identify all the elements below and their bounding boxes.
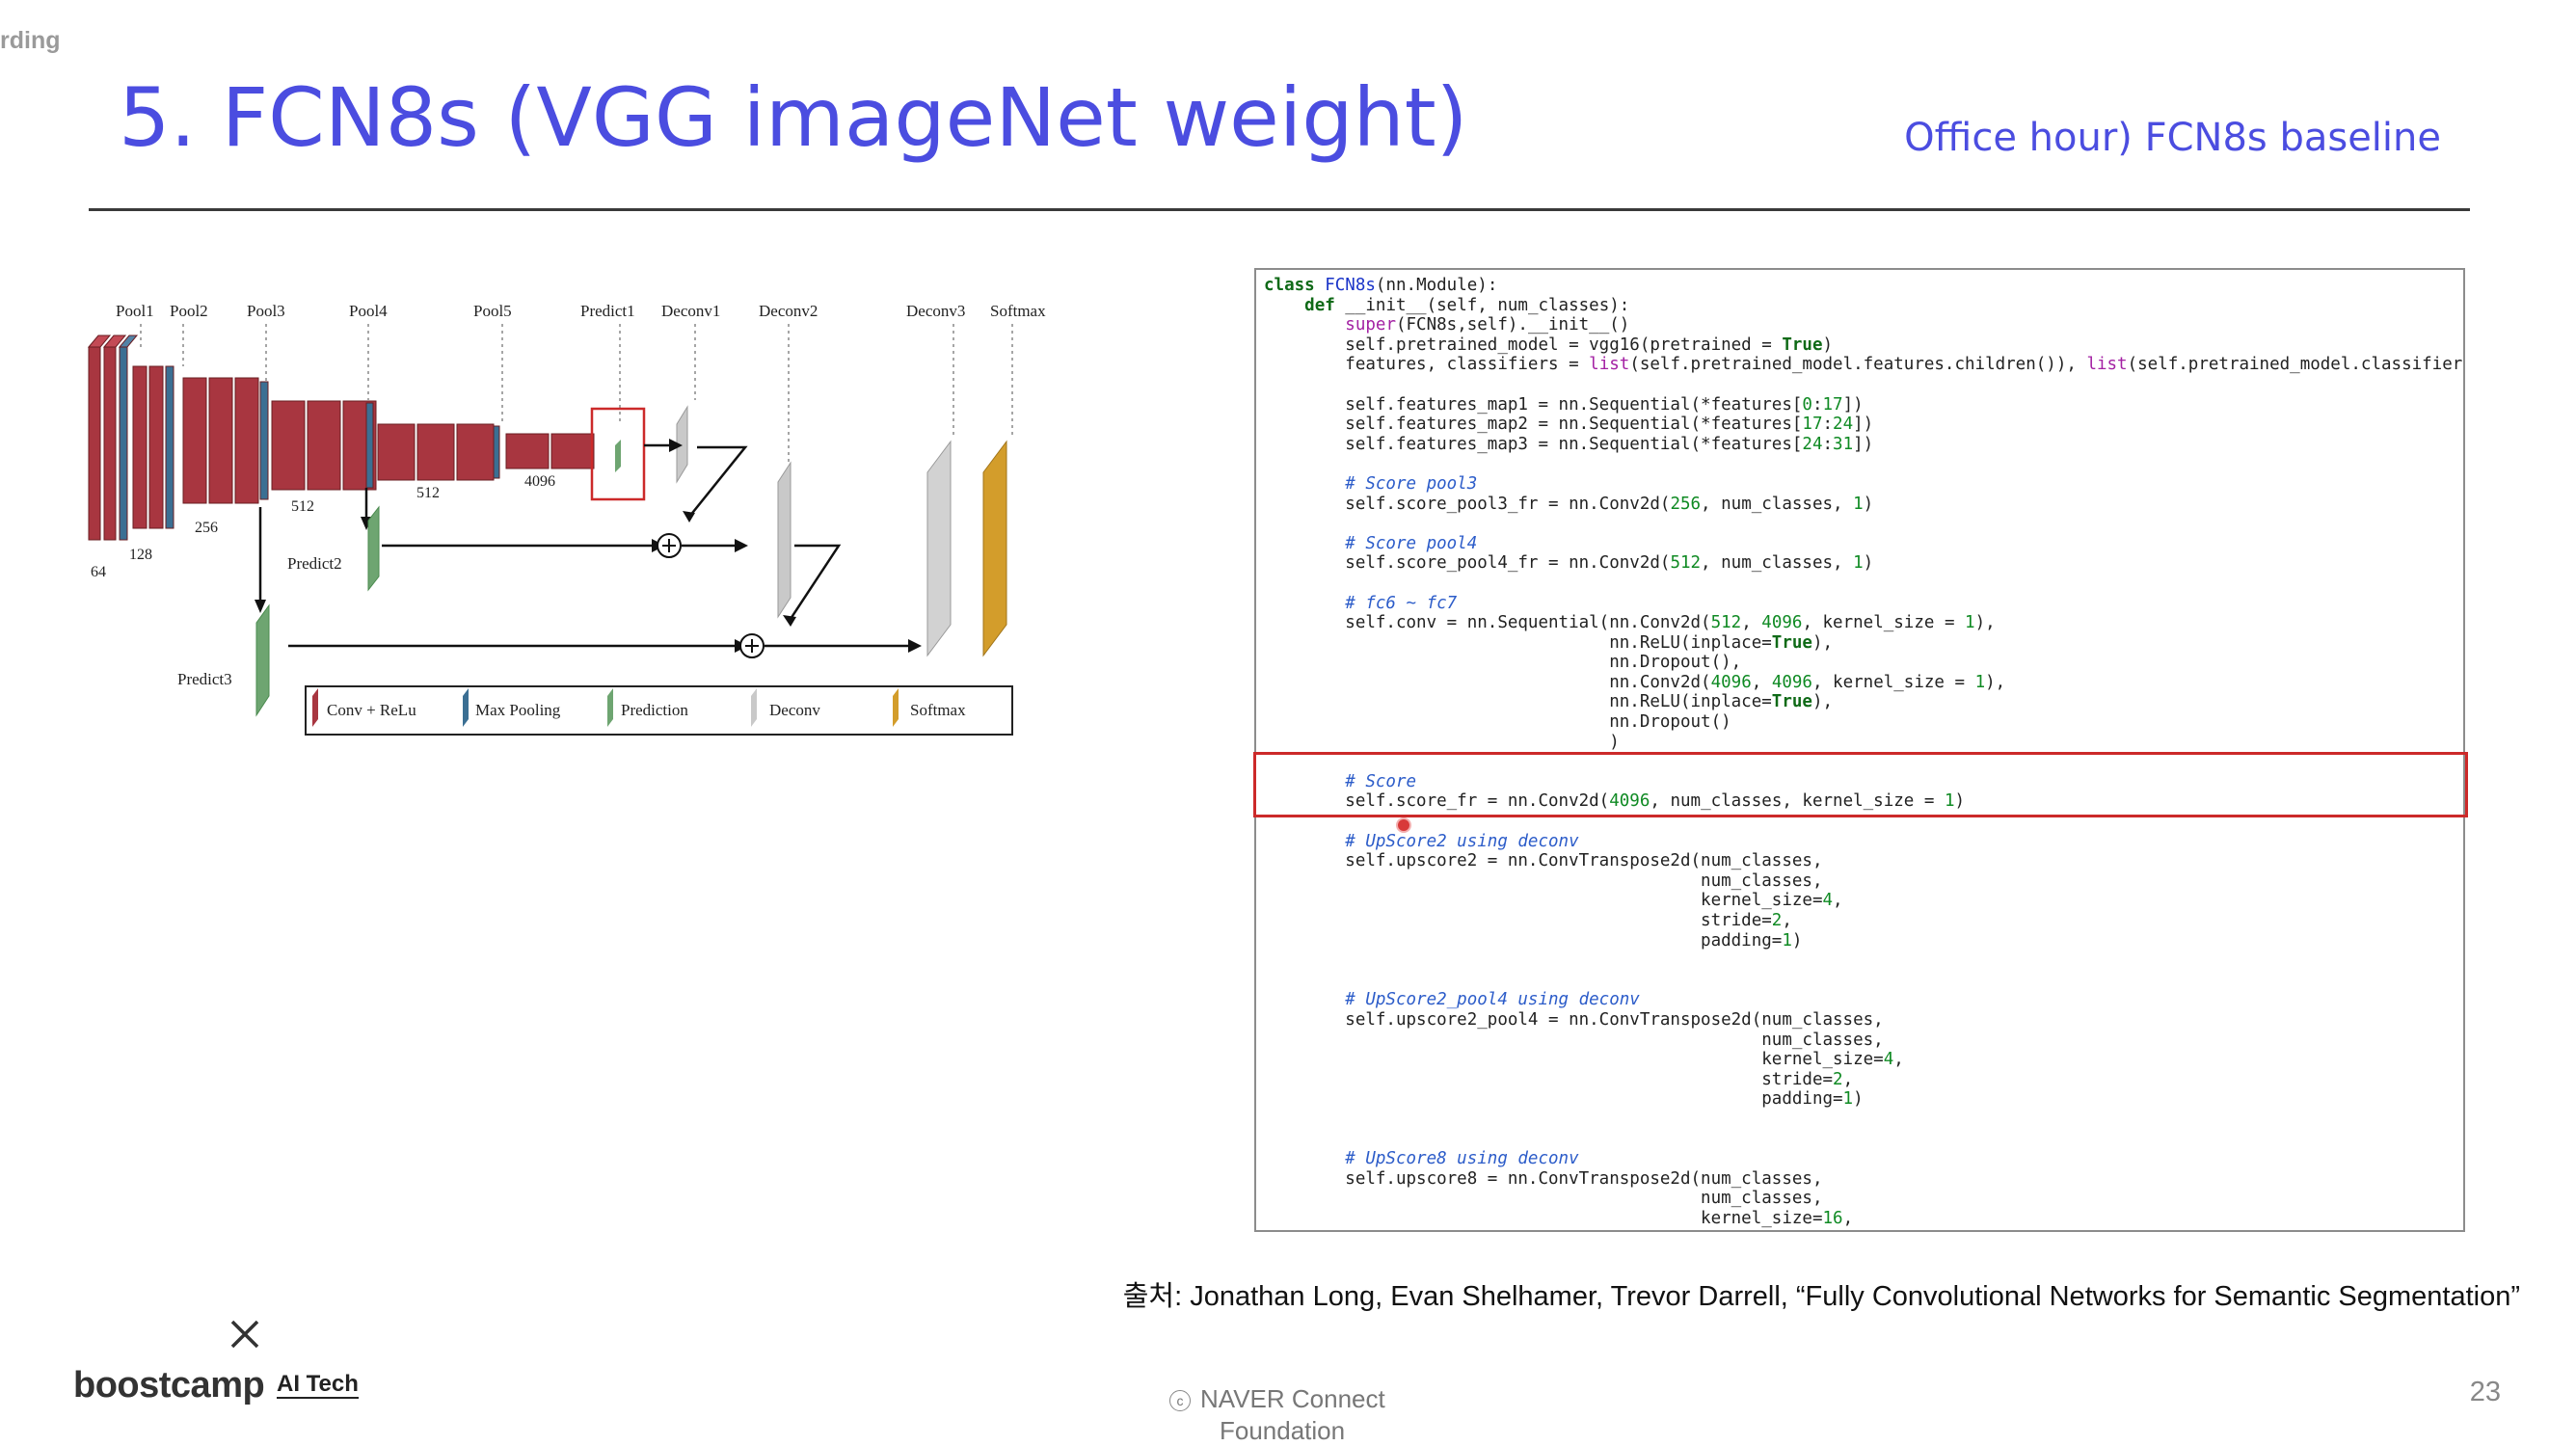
legend-prediction: Prediction [621, 701, 688, 719]
code-line: self.conv = nn.Sequential(nn.Conv2d(512,… [1264, 613, 1996, 633]
predict3-block [255, 603, 270, 717]
code-line: ) [1609, 732, 1620, 752]
recording-indicator: rding [0, 27, 61, 54]
label-pool3: Pool3 [247, 302, 285, 320]
label-pool5: Pool5 [473, 302, 512, 320]
label-predict3: Predict3 [177, 670, 232, 688]
code-line: self.upscore8 = nn.ConvTranspose2d(num_c… [1345, 1168, 1823, 1189]
score-code-highlight [1253, 752, 2468, 817]
legend-conv-relu: Conv + ReLu [327, 701, 416, 719]
code-line: # Score [1264, 771, 1417, 791]
slide-title: 5. FCN8s (VGG imageNet weight) [119, 70, 1468, 165]
code-line: features, classifiers = list(self.pretra… [1264, 355, 2463, 375]
copyright-notice: c NAVER Connect Foundation [1169, 1384, 1385, 1446]
label-predict2: Predict2 [287, 554, 342, 573]
code-line: stride=8, [1264, 1229, 1792, 1231]
code-line: kernel_size=16, [1264, 1208, 1854, 1228]
code-line: # UpScore8 using deconv [1264, 1149, 1579, 1169]
code-line: self.features_map2 = nn.Sequential(*feat… [1264, 415, 1874, 435]
pointer-cursor [1396, 817, 1411, 833]
label-deconv3: Deconv3 [906, 302, 965, 320]
code-line: nn.ReLU(inplace=True), [1264, 632, 1834, 653]
page-number: 23 [2469, 1377, 2501, 1407]
predict2-block [367, 505, 380, 592]
label-deconv1: Deconv1 [661, 302, 720, 320]
copyright-icon: c [1169, 1390, 1191, 1412]
copyright-line1: NAVER Connect [1200, 1384, 1385, 1413]
code-panel: class FCN8s(nn.Module): def __init__(sel… [1254, 268, 2465, 1232]
legend-max-pooling: Max Pooling [475, 701, 561, 719]
code-line: padding=1) [1264, 930, 1803, 951]
diagram-legend: Conv + ReLu Max Pooling Prediction Decon… [305, 685, 1013, 736]
code-line: nn.ReLU(inplace=True), [1264, 692, 1834, 712]
deconv3-block [926, 440, 952, 657]
close-x-icon [230, 1320, 259, 1349]
channels-128: 128 [129, 547, 152, 563]
code-line: # Score pool3 [1264, 473, 1478, 494]
code-line: num_classes, [1761, 1030, 1884, 1050]
title-divider [89, 208, 2470, 211]
predict1-highlight [590, 407, 646, 501]
ai-tech-label: AI Tech [277, 1371, 359, 1400]
code-line: nn.Dropout(), [1609, 653, 1742, 673]
code-line: class FCN8s(nn.Module): [1264, 276, 1498, 295]
code-line: def __init__(self, num_classes): [1304, 295, 1630, 315]
code-line: num_classes, [1701, 870, 1823, 891]
code-line: self.score_pool3_fr = nn.Conv2d(256, num… [1264, 494, 1874, 514]
code-line: self.upscore2_pool4 = nn.ConvTranspose2d… [1345, 1009, 1884, 1030]
code-line: self.score_pool4_fr = nn.Conv2d(512, num… [1264, 553, 1874, 574]
fcn8s-source-code: class FCN8s(nn.Module): def __init__(sel… [1256, 270, 2463, 1231]
label-predict1: Predict1 [580, 302, 635, 320]
code-line: nn.Conv2d(4096, 4096, kernel_size = 1), [1264, 672, 2006, 692]
channels-4096: 4096 [524, 473, 555, 490]
code-line: padding=1) [1264, 1089, 1864, 1110]
channels-512-a: 512 [291, 498, 314, 515]
code-line: stride=2, [1264, 1069, 1854, 1089]
label-softmax: Softmax [990, 302, 1046, 320]
channels-64: 64 [91, 564, 106, 580]
code-line: # fc6 ~ fc7 [1264, 593, 1458, 613]
softmax-block [982, 440, 1007, 657]
code-line: # UpScore2_pool4 using deconv [1264, 990, 1640, 1010]
code-line: self.features_map1 = nn.Sequential(*feat… [1264, 394, 1864, 415]
legend-softmax: Softmax [910, 701, 966, 719]
code-line: self.score_fr = nn.Conv2d(4096, num_clas… [1264, 791, 1966, 812]
code-line: stride=2, [1264, 911, 1792, 930]
fcn-architecture-diagram: Pool1 Pool2 Pool3 Pool4 Pool5 Predict1 D… [87, 302, 1046, 736]
code-line: kernel_size=4, [1264, 1050, 1904, 1070]
legend-deconv: Deconv [769, 701, 820, 719]
code-line: self.features_map3 = nn.Sequential(*feat… [1264, 434, 1874, 454]
code-line: # UpScore2 using deconv [1264, 831, 1579, 851]
code-line: kernel_size=4, [1264, 891, 1843, 911]
office-hour-label: Office hour) FCN8s baseline [1904, 116, 2441, 160]
code-line: # Score pool4 [1264, 533, 1478, 553]
label-pool4: Pool4 [349, 302, 388, 320]
code-line: num_classes, [1701, 1189, 1823, 1209]
copyright-line2: Foundation [1220, 1416, 1346, 1445]
boostcamp-logo: boostcamp [73, 1365, 265, 1406]
label-pool1: Pool1 [116, 302, 154, 320]
code-line: self.upscore2 = nn.ConvTranspose2d(num_c… [1345, 851, 1823, 871]
channels-512-b: 512 [416, 485, 440, 501]
channels-256: 256 [195, 520, 218, 536]
code-line: self.pretrained_model = vgg16(pretrained… [1264, 335, 1834, 355]
code-line: super(FCN8s,self).__init__() [1345, 315, 1630, 335]
code-line: nn.Dropout() [1609, 712, 1731, 733]
label-pool2: Pool2 [170, 302, 208, 320]
label-deconv2: Deconv2 [759, 302, 818, 320]
source-citation: 출처: Jonathan Long, Evan Shelhamer, Trevo… [1122, 1281, 2520, 1312]
